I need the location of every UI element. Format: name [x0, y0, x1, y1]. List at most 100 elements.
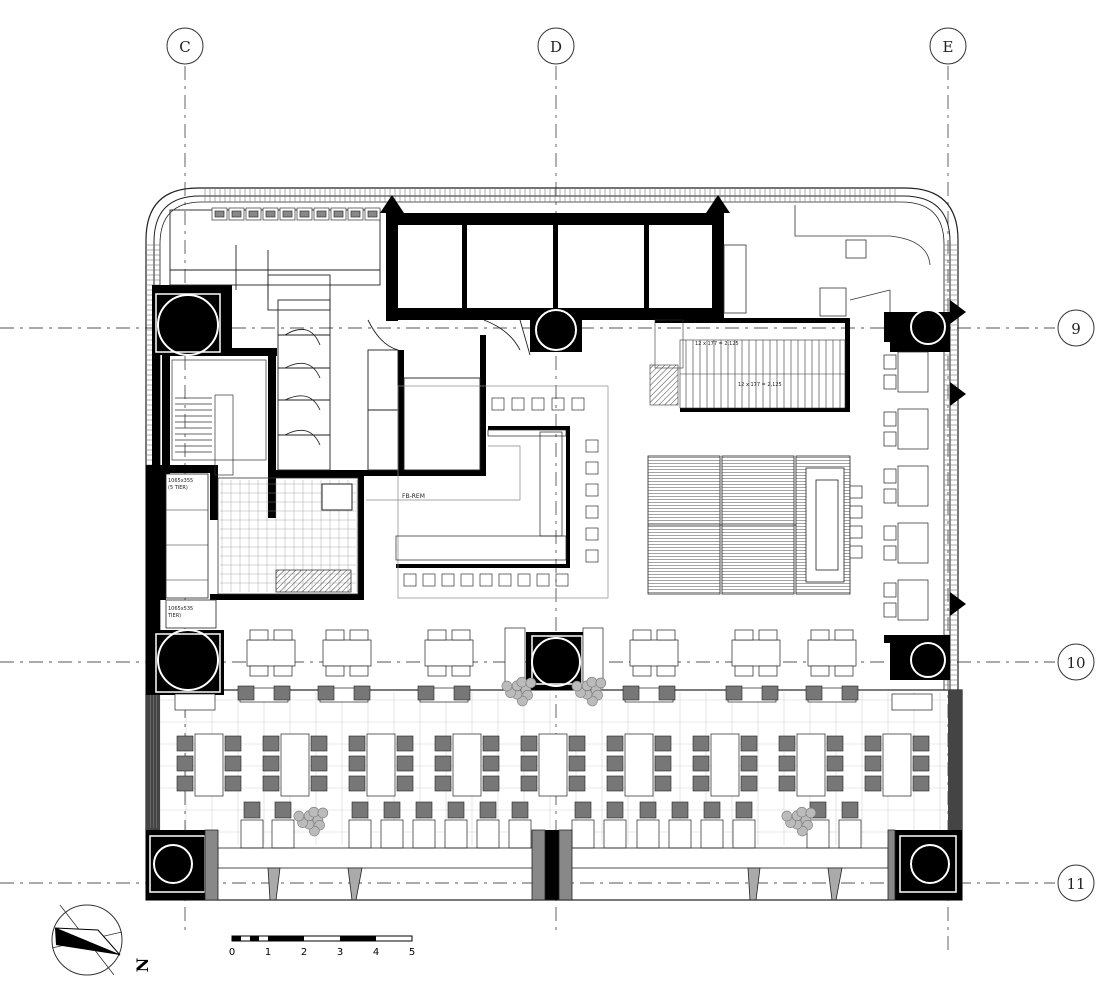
terrace-chair [176, 775, 194, 792]
terrace-chair [415, 801, 433, 819]
column-markers [153, 294, 950, 884]
bar-stool [517, 573, 531, 587]
terrace-table [240, 819, 264, 849]
terrace-chair [622, 685, 640, 701]
terrace-chair [778, 735, 796, 752]
terrace-chair [654, 755, 672, 772]
terrace-chair [864, 775, 882, 792]
terrace-chair [606, 801, 624, 819]
bar-stool [585, 483, 599, 497]
terrace-chair [353, 685, 371, 701]
grid-bubble-e: E [929, 27, 967, 65]
terrace-chair [262, 735, 280, 752]
bar-stool [460, 573, 474, 587]
scale-tick-1: 1 [265, 947, 271, 958]
terrace-chair [912, 755, 930, 772]
terrace-chair [703, 801, 721, 819]
terrace-chair [568, 735, 586, 752]
shrub [501, 680, 513, 692]
terrace-chair [692, 735, 710, 752]
dining-chair [758, 665, 778, 677]
dining-chair [758, 629, 778, 641]
booth-chair [883, 354, 897, 370]
terrace-table [571, 819, 595, 849]
kitchen-area [217, 477, 359, 595]
shrub [781, 810, 793, 822]
scale-bar: 0 1 2 3 4 5 [229, 935, 415, 958]
terrace-chair [761, 685, 779, 701]
terrace-chair [671, 801, 689, 819]
terrace-frontage [204, 829, 896, 901]
terrace-chair [396, 775, 414, 792]
booth-chair [849, 545, 863, 559]
bar-stool [536, 573, 550, 587]
shrub [796, 806, 808, 818]
terrace-chair [482, 755, 500, 772]
central-bar [366, 385, 609, 599]
booth-table [897, 351, 929, 393]
shrub [516, 676, 528, 688]
booth-chair [849, 485, 863, 499]
dining-chair [656, 629, 676, 641]
shrub [308, 806, 320, 818]
bar-stool [422, 573, 436, 587]
dining-table [629, 639, 679, 667]
terrace-table [366, 733, 396, 797]
booth-table [897, 579, 929, 621]
terrace-chair [912, 775, 930, 792]
terrace-chair [606, 755, 624, 772]
bar-stool [551, 397, 565, 411]
terrace-chair [396, 755, 414, 772]
grid-bubble-11: 11 [1057, 864, 1095, 902]
terrace-chair [864, 755, 882, 772]
dining-chair [427, 629, 447, 641]
terrace-chair [511, 801, 529, 819]
terrace-chair [262, 755, 280, 772]
scale-tick-2: 2 [301, 947, 307, 958]
terrace-chair [520, 775, 538, 792]
booth-chair [883, 525, 897, 541]
terrace-table [882, 733, 912, 797]
booth-chair [883, 431, 897, 447]
north-label: N [133, 958, 152, 973]
terrace-chair [224, 735, 242, 752]
dining-chair [349, 665, 369, 677]
dining-chair [632, 629, 652, 641]
terrace-chair [447, 801, 465, 819]
grid-bubble-9: 9 [1057, 309, 1095, 347]
terrace-table [838, 819, 862, 849]
terrace-chair [348, 775, 366, 792]
shrub [595, 677, 607, 689]
dining-chair [325, 629, 345, 641]
terrace-chair [520, 755, 538, 772]
terrace-chair [237, 685, 255, 701]
booth-table [897, 408, 929, 450]
dining-chair [249, 629, 269, 641]
terrace-chair [243, 801, 261, 819]
terrace-tables [176, 685, 930, 797]
terrace-chair [740, 735, 758, 752]
grid-label-11: 11 [1066, 875, 1085, 893]
dining-table [807, 639, 857, 667]
bar-stool [585, 505, 599, 519]
terrace-chair [725, 685, 743, 701]
dining-chair [810, 665, 830, 677]
dining-chair [325, 665, 345, 677]
terrace-front-row [240, 801, 862, 849]
terrace-table [380, 819, 404, 849]
dining-table [246, 639, 296, 667]
terrace-chair [224, 775, 242, 792]
terrace-chair [912, 735, 930, 752]
grid-bubble-10: 10 [1057, 643, 1095, 681]
terrace-chair [274, 801, 292, 819]
terrace-chair [864, 735, 882, 752]
bar-stool [585, 527, 599, 541]
planting [293, 676, 817, 837]
terrace-table [444, 819, 468, 849]
terrace-chair [826, 775, 844, 792]
terrace-table [636, 819, 660, 849]
terrace-table [348, 819, 372, 849]
terrace-table [796, 733, 826, 797]
terrace-chair [310, 755, 328, 772]
dining-table [322, 639, 372, 667]
